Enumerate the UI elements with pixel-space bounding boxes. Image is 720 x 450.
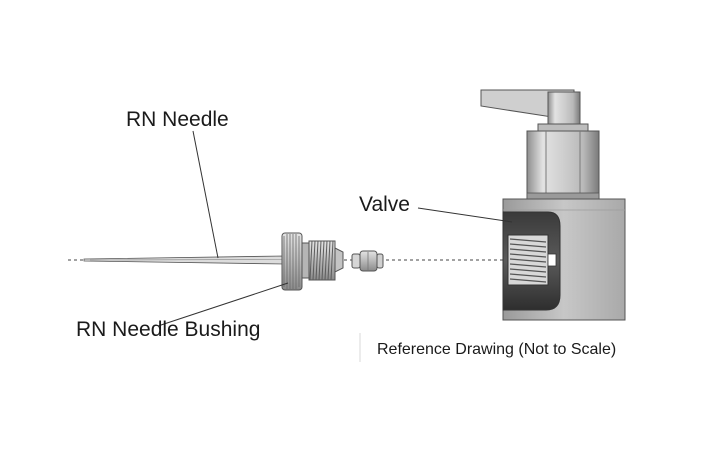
valve-label: Valve [359, 193, 410, 216]
rn-needle-label: RN Needle [126, 108, 229, 131]
rn-needle-bushing [281, 232, 344, 291]
needle-leader-line [192, 130, 219, 259]
rn-needle [83, 255, 285, 265]
ferrule [351, 250, 384, 272]
rn-needle-bushing-label: RN Needle Bushing [76, 318, 261, 341]
valve-leader-line [417, 207, 513, 223]
reference-caption: Reference Drawing (Not to Scale) [377, 341, 617, 358]
valve [480, 89, 626, 321]
bushing-leader-line [157, 282, 289, 327]
